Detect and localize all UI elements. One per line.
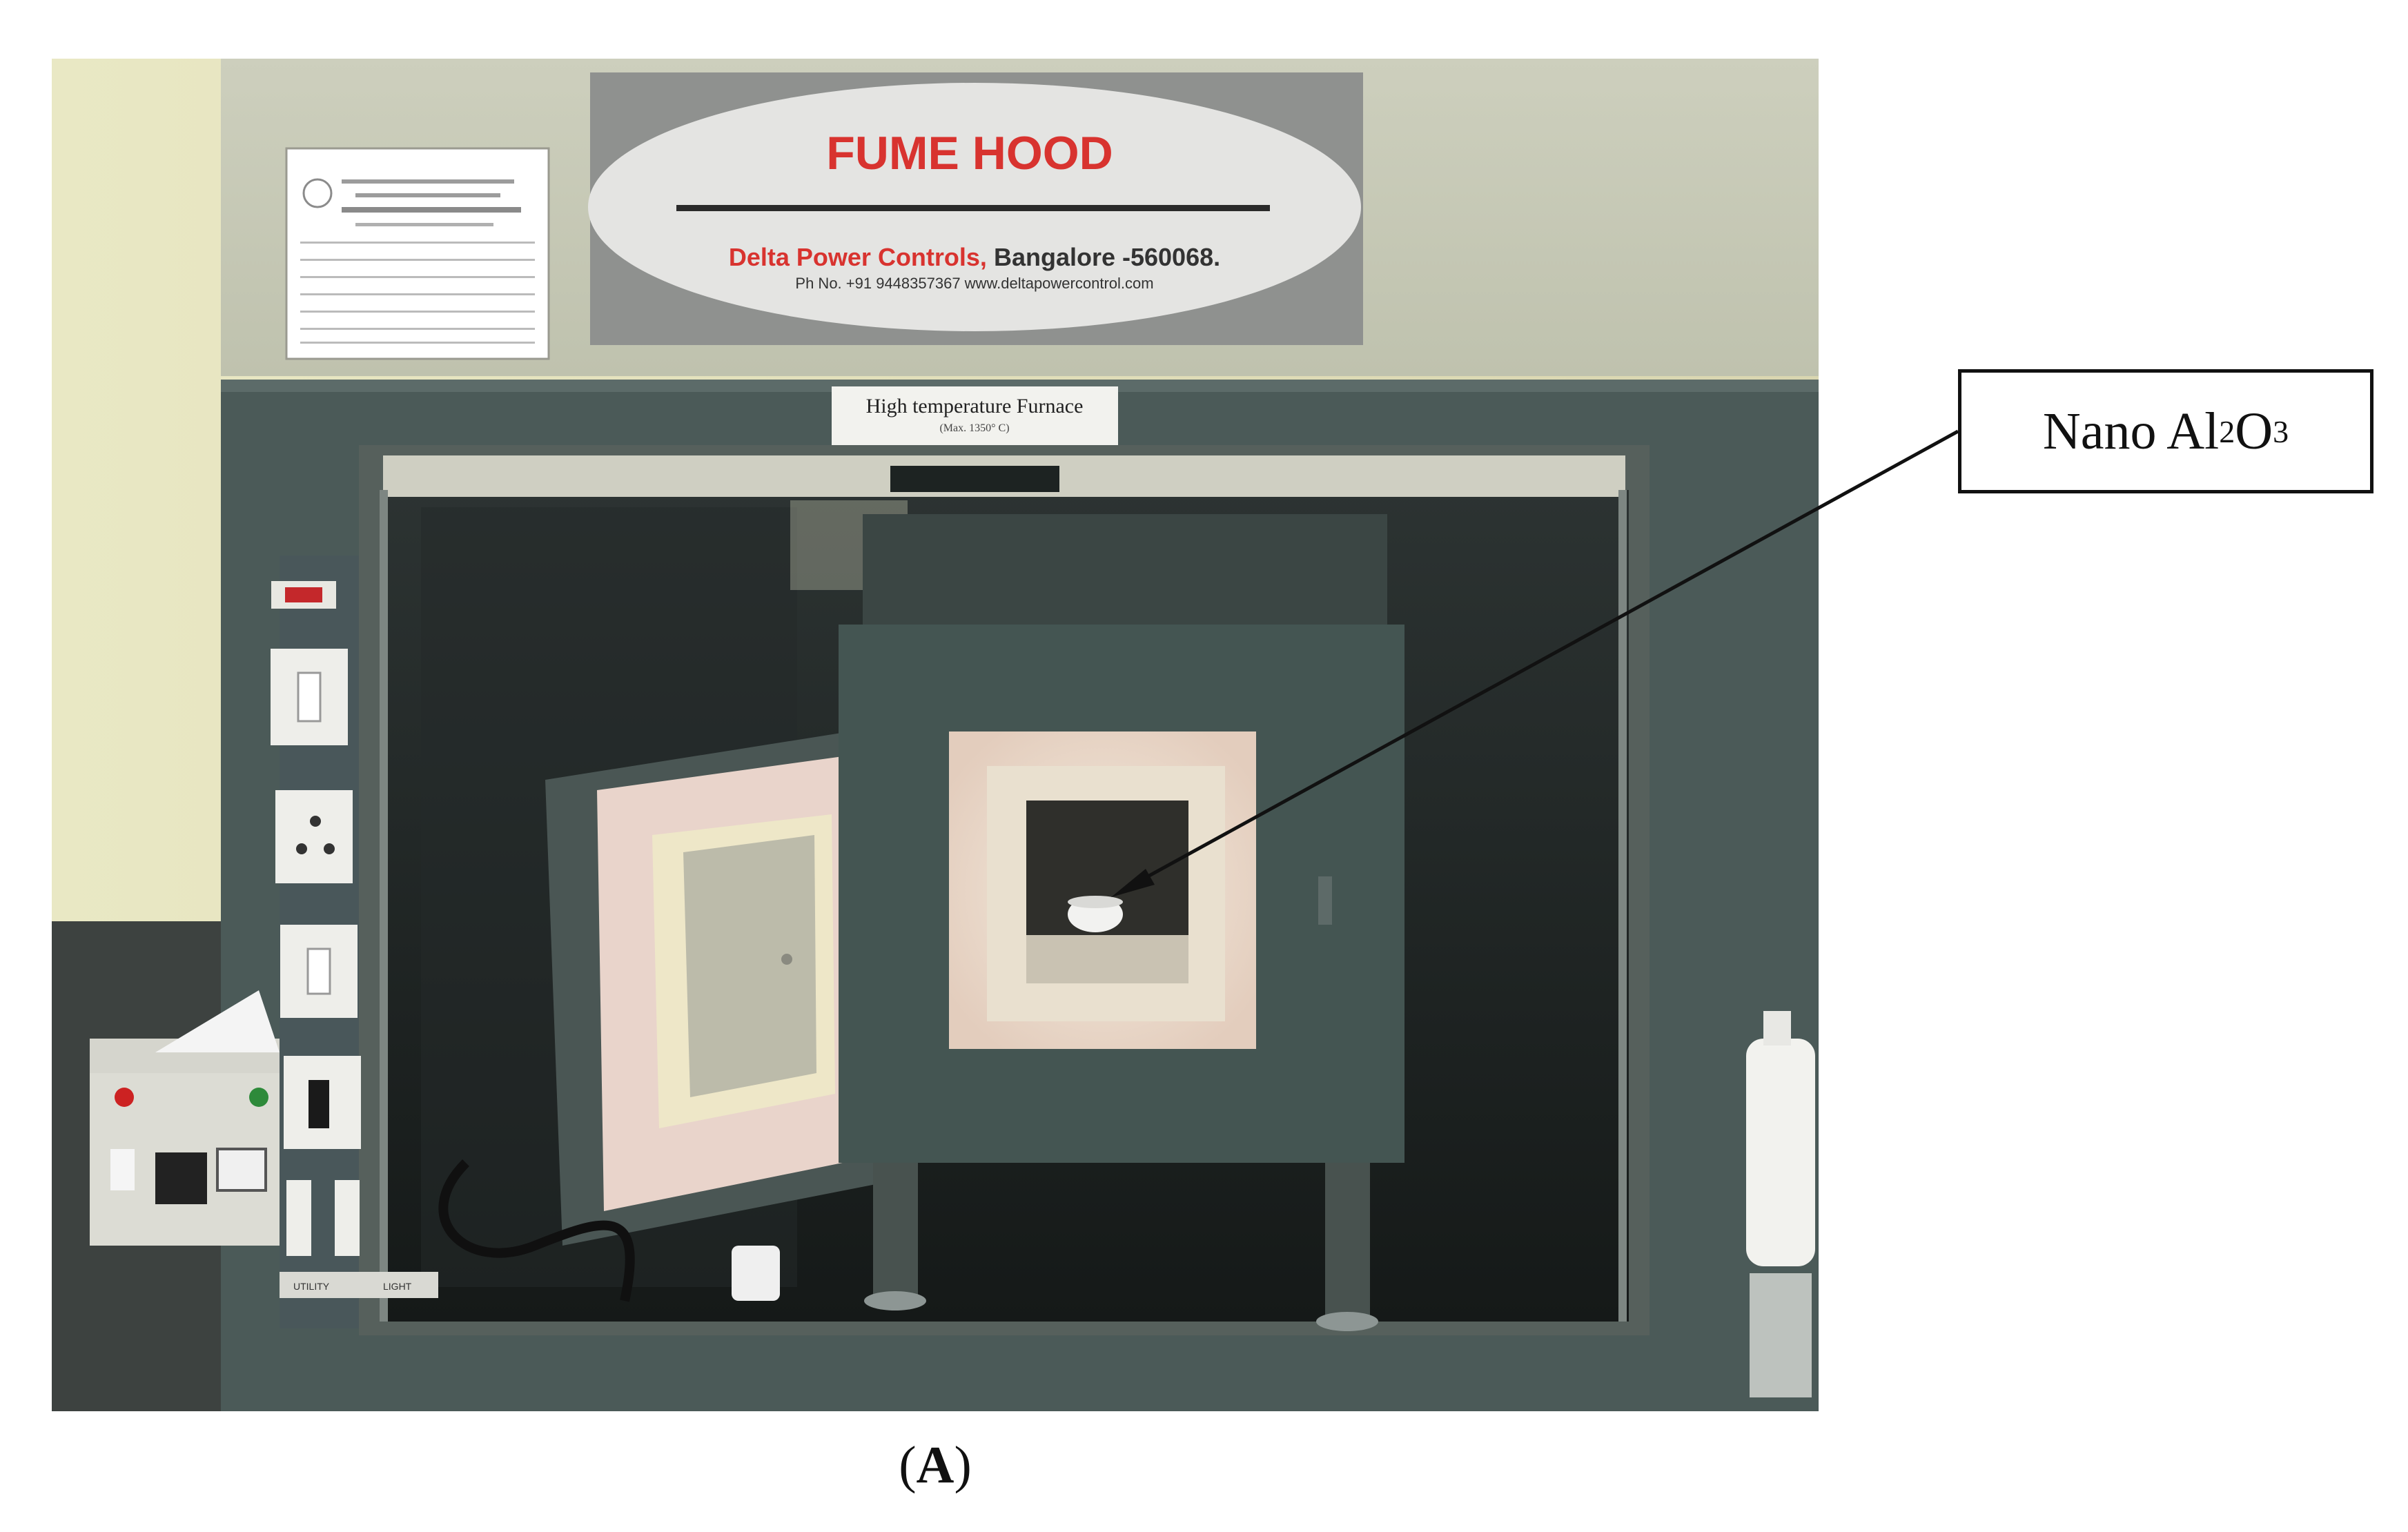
furnace-label-title: High temperature Furnace bbox=[866, 395, 1084, 418]
furnace-body bbox=[839, 514, 1404, 1331]
fume-hood-sign: FUME HOOD Delta Power Controls, Bangalor… bbox=[588, 72, 1363, 345]
furnace-label: High temperature Furnace (Max. 1350° C) bbox=[832, 386, 1118, 445]
callout-sub-2: 2 bbox=[2219, 413, 2235, 449]
caption-letter: A bbox=[916, 1436, 955, 1494]
control-panel: UTILITY LIGHT bbox=[271, 556, 438, 1328]
certificate-sheet bbox=[285, 147, 550, 360]
furnace-photo: FUME HOOD Delta Power Controls, Bangalor… bbox=[52, 59, 1819, 1411]
callout-label-prefix: Nano Al bbox=[2042, 402, 2220, 460]
figure-caption: (A) bbox=[890, 1435, 980, 1495]
panel-label-utility: UTILITY bbox=[293, 1281, 330, 1292]
socket-1 bbox=[275, 790, 353, 883]
plug bbox=[732, 1246, 780, 1301]
company-city: Bangalore -560068. bbox=[994, 243, 1220, 271]
callout-label-mid: O bbox=[2235, 402, 2273, 460]
wash-bottles bbox=[1746, 1011, 1815, 1397]
callout-sub-3: 3 bbox=[2273, 413, 2289, 449]
company-name: Delta Power Controls, bbox=[729, 243, 987, 271]
svg-text:Delta Power Controls, Ba: Delta Power Controls, Bangalore -560068. bbox=[729, 243, 1220, 271]
company-contact: Ph No. +91 9448357367 www.deltapowercont… bbox=[795, 275, 1153, 292]
caption-open: ( bbox=[899, 1436, 917, 1494]
caption-close: ) bbox=[954, 1436, 972, 1494]
fume-hood-title: FUME HOOD bbox=[826, 127, 1113, 179]
panel-label-light: LIGHT bbox=[383, 1281, 412, 1292]
furnace-door bbox=[545, 725, 897, 1246]
furnace-label-sub: (Max. 1350° C) bbox=[939, 422, 1009, 434]
controller-box bbox=[90, 990, 280, 1246]
